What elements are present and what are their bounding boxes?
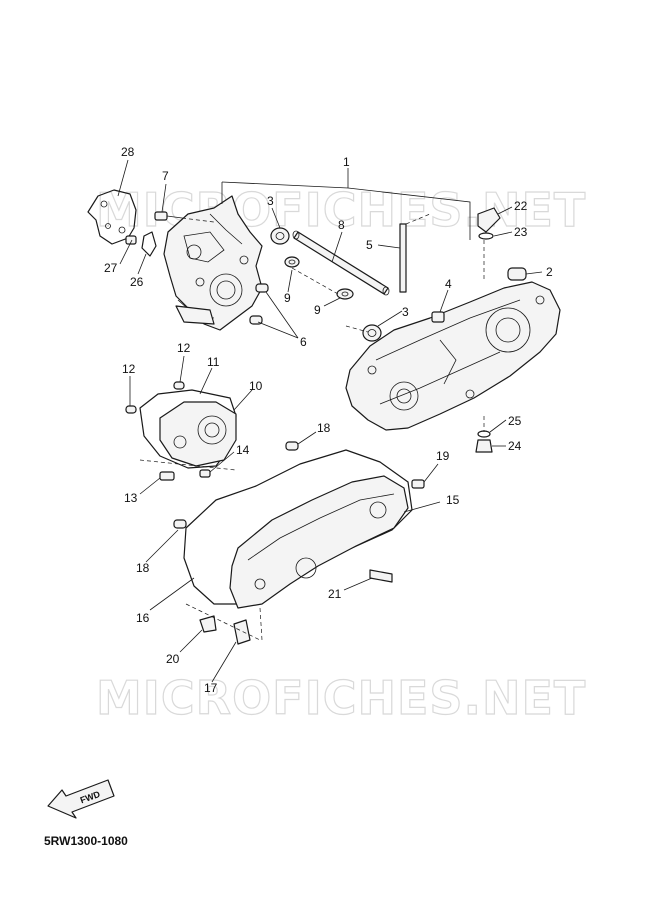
callout-20: 20 — [166, 652, 180, 666]
callout-18-lower: 18 — [136, 561, 150, 575]
part-2-bushing — [507, 267, 527, 281]
part-13-bolt — [159, 471, 175, 481]
callout-24: 24 — [508, 439, 522, 453]
callout-5: 5 — [366, 238, 373, 252]
callout-14: 14 — [236, 443, 250, 457]
callout-6: 6 — [300, 335, 307, 349]
callout-16: 16 — [136, 611, 150, 625]
callout-9-left: 9 — [284, 291, 291, 305]
callout-8: 8 — [338, 218, 345, 232]
watermark-bottom: MICROFICHES.NET — [96, 671, 586, 725]
part-15-cover — [229, 475, 409, 609]
callout-12-left: 12 — [122, 362, 136, 376]
callout-21: 21 — [328, 587, 342, 601]
callout-2: 2 — [546, 265, 553, 279]
callout-numbers: 28 7 1 3 8 22 23 2 5 27 26 9 9 4 3 6 12 … — [104, 145, 553, 695]
callout-19: 19 — [436, 449, 450, 463]
callout-17: 17 — [204, 681, 218, 695]
callout-26: 26 — [130, 275, 144, 289]
callout-3-lower: 3 — [402, 305, 409, 319]
part-16-gasket — [183, 449, 413, 605]
callout-10: 10 — [249, 379, 263, 393]
callout-4: 4 — [445, 277, 452, 291]
part-9-seal-b — [336, 288, 354, 300]
callout-1: 1 — [343, 155, 350, 169]
callout-18-upper: 18 — [317, 421, 331, 435]
part-22-elbow — [477, 207, 501, 233]
callout-25: 25 — [508, 414, 522, 428]
part-21-bolt — [369, 569, 393, 583]
part-27-bolt — [125, 235, 137, 245]
callout-13: 13 — [124, 491, 138, 505]
part-3-bearing-right — [362, 324, 382, 342]
callout-11: 11 — [207, 355, 220, 369]
crankcase-right — [345, 281, 561, 431]
crankcase-left — [163, 195, 263, 331]
part-9-seal-a — [284, 256, 300, 268]
part-4-plug — [431, 311, 445, 323]
part-24-drain-bolt — [475, 439, 493, 453]
callout-28: 28 — [121, 145, 135, 159]
part-3-bearing-left — [270, 227, 290, 245]
part-14-bolt — [199, 469, 211, 478]
fwd-arrow-icon: FWD — [47, 779, 115, 819]
part-18-dowel-a — [285, 441, 299, 451]
leader-lines — [117, 159, 543, 683]
part-26-clip — [141, 231, 157, 257]
callout-23: 23 — [514, 225, 528, 239]
part-19-bolt — [411, 479, 425, 489]
diagram-code: 5RW1300-1080 — [44, 834, 128, 848]
part-17-dowel — [233, 619, 251, 645]
callout-27: 27 — [104, 261, 118, 275]
part-5-pin — [399, 223, 407, 293]
callout-9-right: 9 — [314, 303, 321, 317]
callout-12-upper: 12 — [177, 341, 191, 355]
callout-3-upper: 3 — [267, 194, 274, 208]
callout-22: 22 — [514, 199, 528, 213]
part-10-cover — [159, 401, 237, 467]
part-7-bolt — [154, 211, 183, 221]
part-12-dowels — [125, 381, 185, 414]
part-20-bolt — [199, 615, 217, 633]
part-18-dowel-b — [173, 519, 187, 529]
part-23-oring — [478, 232, 494, 240]
part-8-shaft — [292, 230, 390, 296]
callout-7: 7 — [162, 169, 169, 183]
callout-15: 15 — [446, 493, 460, 507]
